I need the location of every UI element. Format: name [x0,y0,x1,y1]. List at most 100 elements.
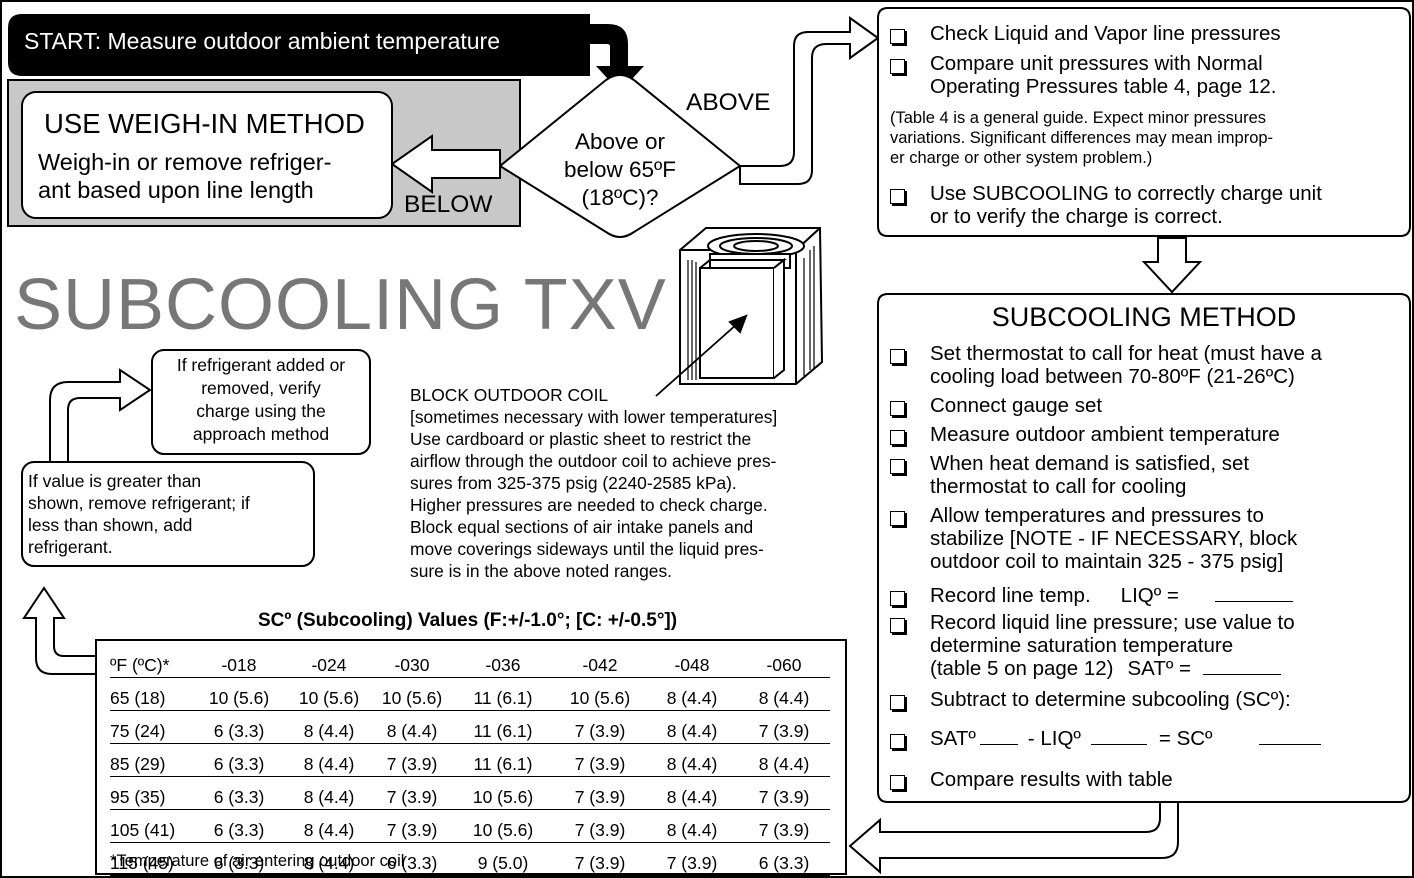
checkbox-icon[interactable] [890,459,905,474]
subcooling-method-box [877,293,1411,803]
method-step: Connect gauge set [890,394,1102,417]
row-label-cell: 85 (29) [110,743,192,777]
checkbox-icon[interactable] [890,511,905,526]
value-cell: 7 (3.9) [372,743,452,777]
decision-line: (18ºC)? [581,185,659,210]
liq-blank[interactable] [1214,601,1293,602]
liq-field-label: LIQº = [1120,584,1179,607]
value-cell: 8 (4.4) [646,776,738,810]
note-line: (Table 4 is a general guide. Expect mino… [890,109,1267,127]
value-cell: 9 (5.0) [452,842,554,876]
step-text: Compare results with table [930,768,1173,791]
table-row: 85 (29)6 (3.3)8 (4.4)7 (3.9)11 (6.1)7 (3… [110,743,830,777]
checkbox-icon[interactable] [890,349,905,364]
step-text: Record line temp. LIQº = [890,584,1293,607]
value-cell: 7 (3.9) [372,809,452,843]
weigh-in-line: ant based upon line length [38,177,314,203]
method-step: Measure outdoor ambient temperature [890,423,1280,446]
outdoor-unit-illustration [655,227,824,397]
block-coil-line: Use cardboard or plastic sheet to restri… [410,429,752,449]
above-arrow [739,16,880,185]
decision-line: Above or [574,129,666,154]
block-coil-line: [sometimes necessary with lower temperat… [410,407,778,427]
checkbox-icon[interactable] [890,734,905,749]
start-down-arrow [588,24,644,92]
value-line: shown, remove refrigerant; if [28,493,250,513]
sc-calc-blank[interactable] [1258,744,1321,745]
value-cell: 6 (3.3) [192,842,286,876]
method-step: Record liquid line pressure; use value t… [890,611,1295,680]
table-footnote: *Temperature of air entering outdoor coi… [110,852,405,870]
verify-line: If refrigerant added or [176,355,346,375]
checkbox-icon[interactable] [890,29,905,44]
check-item: Check Liquid and Vapor line pressures [890,22,1281,45]
liq-calc-blank[interactable] [1090,744,1147,745]
decision-line: below 65ºF [563,157,677,182]
value-cell: 10 (5.6) [286,677,372,711]
above-label: ABOVE [686,89,771,116]
start-label: START: Measure outdoor ambient temperatu… [24,28,500,54]
liq-label: - LIQº [1027,727,1081,750]
value-cell: 8 (4.4) [646,710,738,744]
below-label: BELOW [404,191,493,218]
checkbox-icon[interactable] [890,618,905,633]
table-row: 95 (35)6 (3.3)8 (4.4)7 (3.9)10 (5.6)7 (3… [110,776,830,810]
step-text: Record liquid line pressure; use value t… [930,611,1295,634]
value-cell: 6 (3.3) [372,842,452,876]
step-label: Record line temp. [930,584,1091,607]
method-step: SATº- LIQº= SCº [890,727,1321,750]
sat-calc-blank[interactable] [979,744,1018,745]
step-text: Connect gauge set [930,394,1103,417]
checkbox-icon[interactable] [890,401,905,416]
checkbox-icon[interactable] [890,59,905,74]
value-cell: 11 (6.1) [452,710,554,744]
value-cell: 8 (4.4) [286,809,372,843]
method-step: Record line temp. LIQº = [890,584,1293,607]
value-cell: 7 (3.9) [554,743,646,777]
step-text: Measure outdoor ambient temperature [930,423,1280,446]
row-label-cell: 65 (18) [110,677,192,711]
value-cell: 8 (4.4) [286,743,372,777]
value-cell: -024 [286,645,372,678]
step-text: (table 5 on page 12)SATº = [890,657,1295,680]
checkbox-icon[interactable] [890,591,905,606]
checkbox-icon[interactable] [890,189,905,204]
checkbox-icon[interactable] [890,775,905,790]
sat-blank[interactable] [1203,674,1282,675]
checkbox-icon[interactable] [890,695,905,710]
value-cell: 10 (5.6) [452,776,554,810]
table-row: 105 (41)6 (3.3)8 (4.4)7 (3.9)10 (5.6)7 (… [110,809,830,843]
step-text: Subtract to determine subcooling (SCº): [930,688,1291,711]
row-label-cell: 75 (24) [110,710,192,744]
table-header-row: ºF (ºC)*-018-024-030-036-042-048-060 [110,645,830,678]
weigh-in-box [21,91,393,219]
return-arrow [848,801,1179,875]
value-cell: 10 (5.6) [452,809,554,843]
verify-approach-box [151,349,371,455]
big-title: SUBCOOLING TXV [14,265,667,345]
block-coil-line: Block equal sections of air intake panel… [410,517,754,537]
step-text: determine saturation temperature [930,634,1234,657]
value-cell: 10 (5.6) [192,677,286,711]
step-text: When heat demand is satisfied, set [930,452,1250,475]
method-step: Compare results with table [890,768,1173,791]
step-text: outdoor coil to maintain 325 - 375 psig] [930,550,1284,573]
value-cell: 7 (3.9) [372,776,452,810]
checkbox-icon[interactable] [890,430,905,445]
value-cell: 8 (4.4) [286,776,372,810]
value-cell: -048 [646,645,738,678]
value-cell: 6 (3.3) [192,776,286,810]
value-line: refrigerant. [28,537,113,557]
step-text: thermostat to call for cooling [930,475,1187,498]
sc-label: = SCº [1158,727,1213,750]
value-cell: 8 (4.4) [372,710,452,744]
value-cell: -042 [554,645,646,678]
value-instruction-box [21,461,315,567]
value-cell: 8 (4.4) [286,710,372,744]
value-cell: -018 [192,645,286,678]
value-cell: 7 (3.9) [554,842,646,876]
